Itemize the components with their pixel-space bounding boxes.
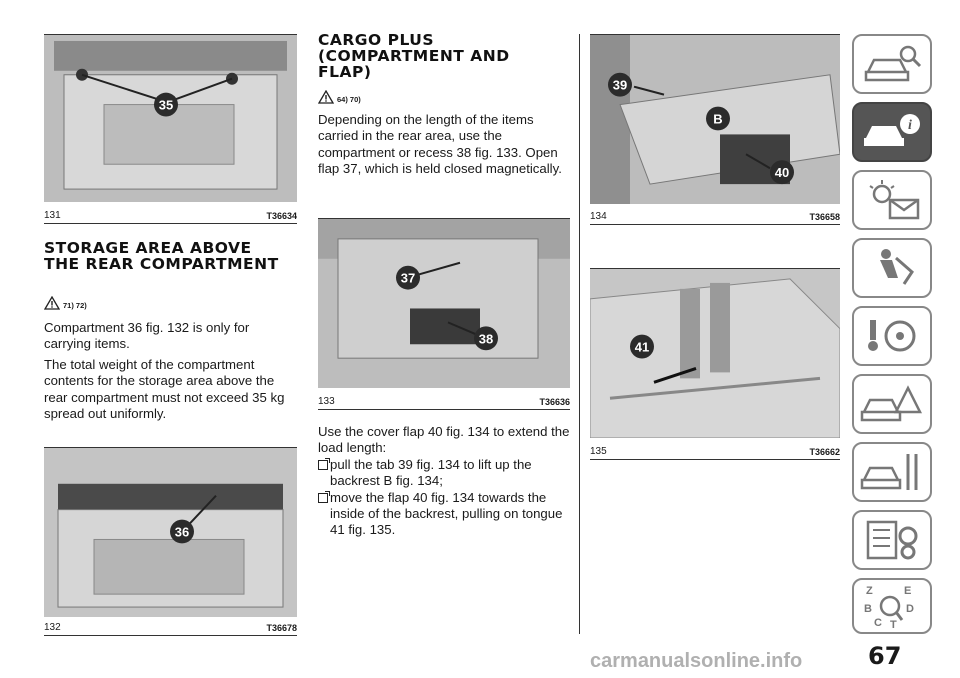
page-number: 67 (868, 642, 902, 670)
figure-number: 134 (590, 211, 607, 222)
tab-car-search[interactable] (852, 34, 932, 94)
figure-134-image: 39 B 40 (590, 34, 840, 204)
checkbox-bullet-icon (318, 490, 330, 503)
rear-seat-illustration: 39 B 40 (590, 35, 840, 204)
figure-code: T36678 (266, 623, 297, 633)
tab-starting-driving[interactable] (852, 306, 932, 366)
steering-key-icon (868, 320, 916, 352)
warning-triangle-icon (44, 296, 60, 310)
cargo-text: Depending on the length of the items car… (318, 112, 572, 182)
section-title-cargo: CARGO PLUS (COMPARTMENT AND FLAP) (318, 31, 510, 81)
callout-39: 39 (613, 78, 627, 93)
svg-text:B: B (864, 603, 872, 615)
tab-maintenance[interactable] (852, 442, 932, 502)
figure-code: T36636 (539, 397, 570, 407)
figure-131-image: 35 (44, 34, 297, 202)
figure-134-caption: 134 T36658 (590, 205, 840, 225)
callout-B: B (713, 112, 722, 127)
svg-text:T: T (890, 619, 897, 630)
car-info-icon: i (864, 114, 920, 146)
callout-40: 40 (775, 165, 789, 180)
callout-36: 36 (175, 525, 189, 540)
tab-warning-lights[interactable] (852, 170, 932, 230)
tab-emergency[interactable] (852, 374, 932, 434)
svg-text:Z: Z (866, 585, 873, 597)
paragraph: Use the cover flap 40 fig. 134 to extend… (318, 424, 570, 456)
figure-code: T36634 (266, 211, 297, 221)
storage-text: Compartment 36 fig. 132 is only for carr… (44, 320, 298, 426)
warning-refs-cargo: 64) 70) (318, 90, 361, 104)
flap-tongue-illustration: 41 (590, 269, 840, 438)
figure-133-image: 37 38 (318, 218, 570, 388)
car-warning-icon (860, 385, 923, 422)
car-search-icon (864, 45, 922, 82)
tab-safety[interactable] (852, 238, 932, 298)
figure-number: 133 (318, 396, 335, 407)
figure-number: 131 (44, 210, 61, 221)
paragraph: Depending on the length of the items car… (318, 112, 562, 177)
column-divider (579, 34, 580, 634)
warning-light-icon (869, 180, 920, 220)
svg-text:E: E (904, 585, 911, 597)
cargo-compartment-illustration: 37 38 (318, 219, 570, 388)
svg-text:D: D (906, 603, 914, 615)
figure-code: T36662 (809, 447, 840, 457)
list-item: move the flap 40 fig. 134 towards the in… (318, 490, 574, 539)
svg-text:C: C (874, 617, 882, 629)
tab-technical-data[interactable] (852, 510, 932, 570)
figure-code: T36658 (809, 212, 840, 222)
airbag-seat-icon (880, 249, 914, 285)
paragraph: The total weight of the compartment cont… (44, 356, 285, 422)
callout-35: 35 (159, 98, 173, 113)
figure-132-image: 36 (44, 447, 297, 617)
watermark-text: carmanualsonline.info (590, 650, 803, 672)
figure-135-image: 41 (590, 268, 840, 438)
figure-number: 132 (44, 622, 61, 633)
section-title-storage: STORAGE AREA ABOVE THE REAR COMPARTMENT (44, 239, 279, 273)
warning-refs-storage: 71) 72) (44, 296, 87, 310)
callout-37: 37 (401, 271, 415, 286)
figure-135-caption: 135 T36662 (590, 440, 840, 460)
rear-storage-illustration: 35 (44, 35, 297, 202)
warning-triangle-icon (318, 90, 334, 104)
specs-gear-icon (866, 520, 918, 560)
figure-133-caption: 133 T36636 (318, 390, 570, 410)
list-item: pull the tab 39 fig. 134 to lift up the … (318, 457, 574, 490)
figure-132-caption: 132 T36678 (44, 616, 297, 636)
svg-text:i: i (908, 118, 912, 133)
car-tools-icon (860, 454, 918, 490)
checkbox-bullet-icon (318, 457, 330, 470)
flap-instructions: Use the cover flap 40 fig. 134 to extend… (318, 424, 574, 539)
tab-car-info[interactable]: i (852, 102, 932, 162)
callout-38: 38 (479, 331, 493, 346)
figure-number: 135 (590, 446, 607, 457)
paragraph: Compartment 36 fig. 132 is only for carr… (44, 320, 250, 352)
callout-41: 41 (635, 340, 649, 355)
storage-shelf-illustration: 36 (44, 448, 297, 617)
figure-131-caption: 131 T36634 (44, 204, 297, 224)
